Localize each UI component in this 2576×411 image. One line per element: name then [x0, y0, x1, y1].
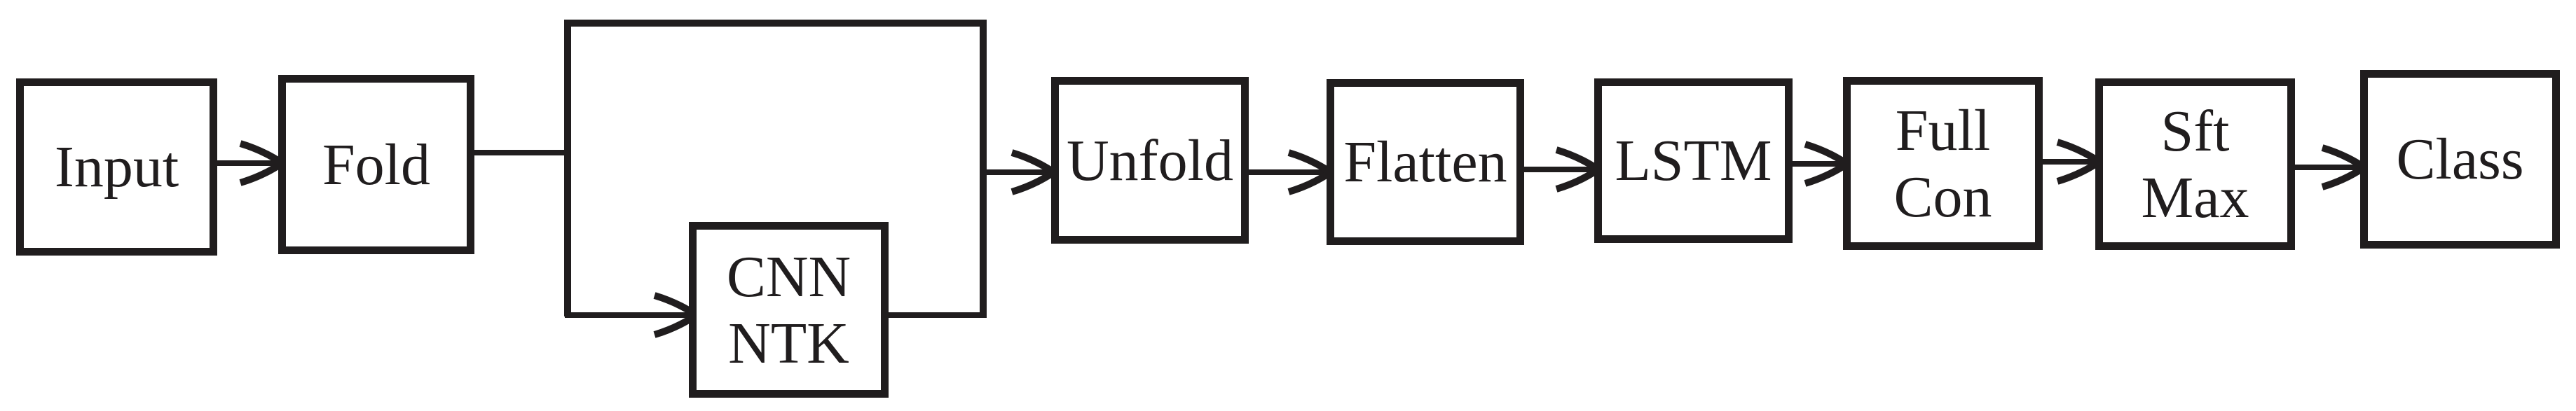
node-unfold: Unfold	[1051, 77, 1249, 244]
node-class: Class	[2360, 70, 2560, 249]
node-fold: Fold	[278, 75, 474, 254]
node-sft-max-line2: Max	[2141, 165, 2249, 230]
node-lstm: LSTM	[1594, 78, 1793, 243]
node-cnn-ntk-line2: NTK	[728, 310, 849, 376]
node-full-con-line1: Full	[1895, 97, 1991, 163]
node-unfold-label: Unfold	[1067, 127, 1233, 193]
node-flatten-label: Flatten	[1343, 130, 1507, 195]
node-input-label: Input	[54, 134, 179, 200]
node-fold-label: Fold	[322, 132, 431, 197]
node-sft-max-line1: Sft	[2160, 98, 2230, 164]
node-class-label: Class	[2396, 127, 2524, 192]
node-cnn-ntk-line1: CNN	[726, 244, 851, 309]
node-flatten: Flatten	[1327, 79, 1524, 245]
node-input: Input	[16, 78, 217, 256]
node-full-con-line2: Con	[1893, 164, 1992, 230]
node-lstm-label: LSTM	[1615, 128, 1772, 193]
